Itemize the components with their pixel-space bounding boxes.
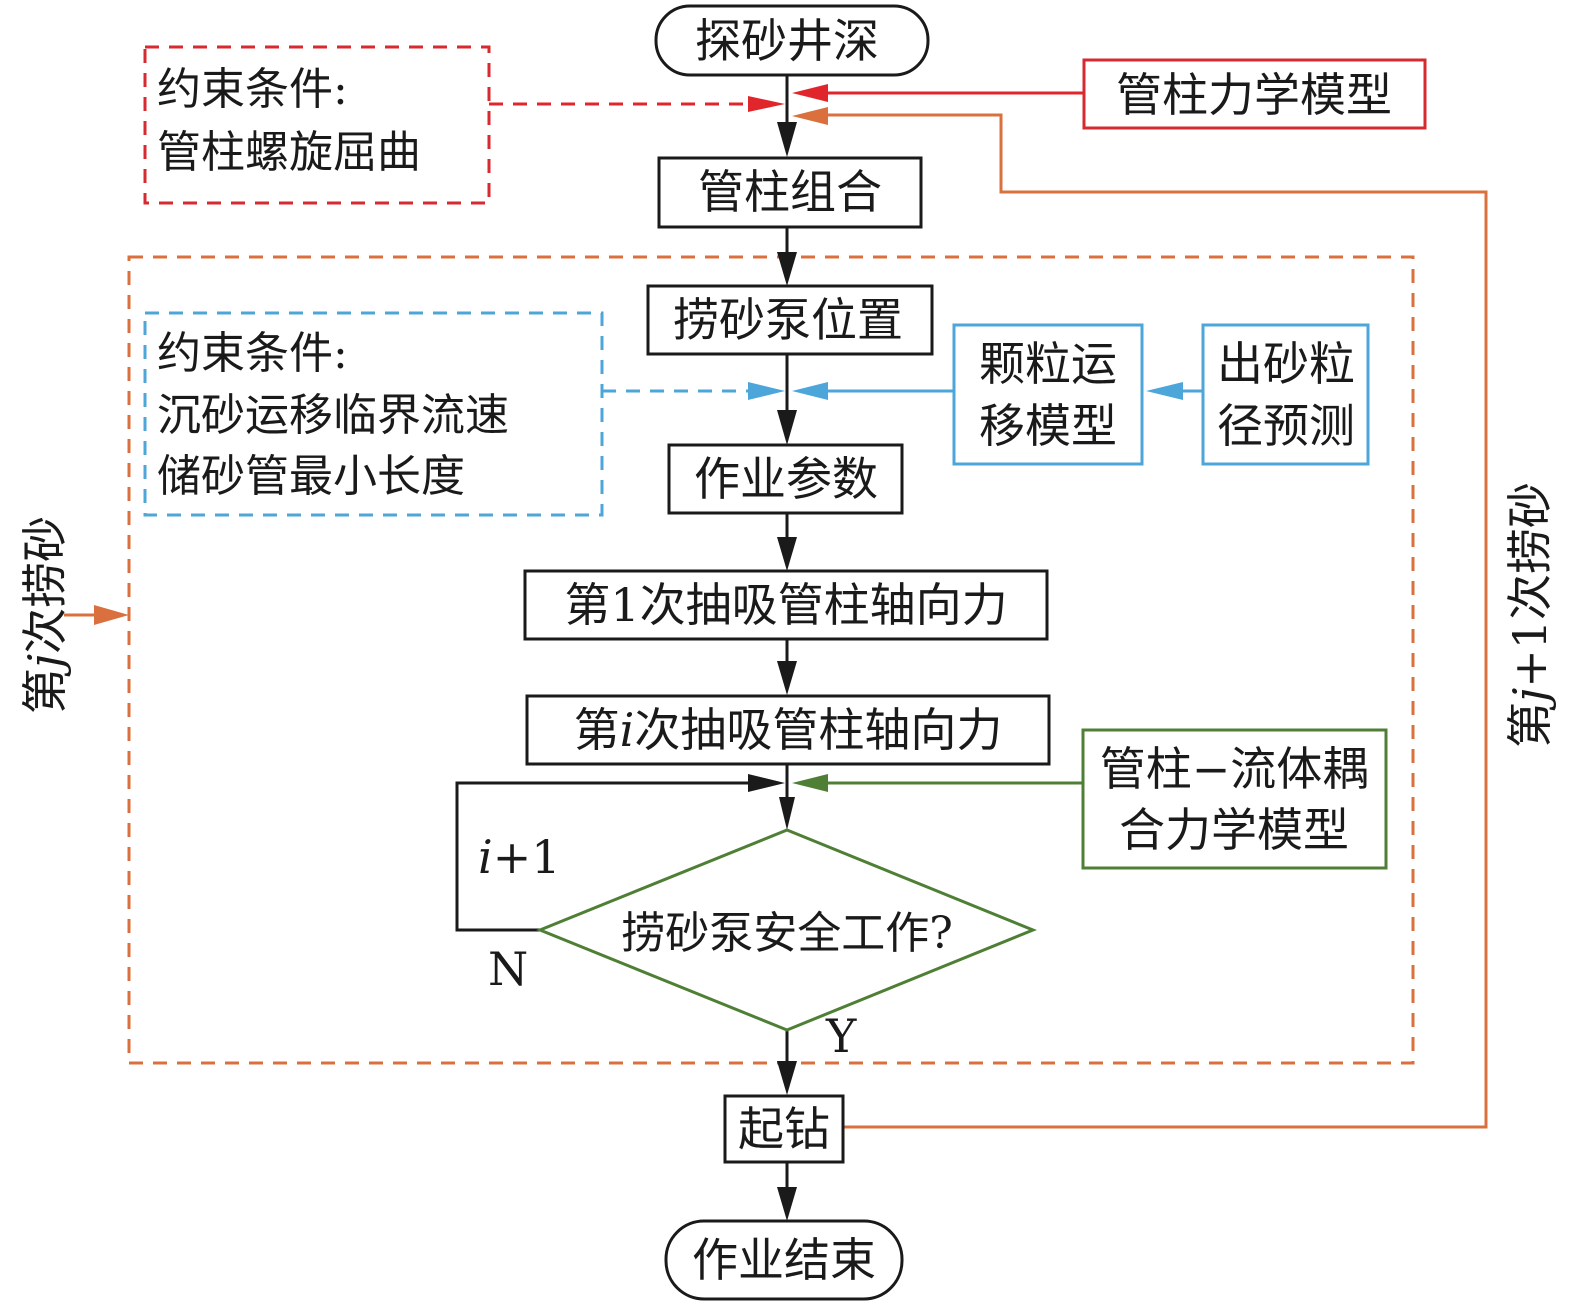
no-label: N bbox=[488, 942, 528, 996]
arrowhead-down-icon bbox=[777, 252, 797, 286]
sand-size-prediction-line1: 出砂粒 bbox=[1217, 337, 1355, 391]
particle-migration-box bbox=[952, 323, 1144, 466]
arrowhead-down-icon bbox=[777, 661, 797, 695]
sand-size-prediction-box bbox=[1201, 323, 1370, 466]
end-terminal-label: 作业结束 bbox=[692, 1233, 876, 1287]
arrowhead-left-icon bbox=[792, 107, 828, 125]
particle-migration-line2: 移模型 bbox=[979, 399, 1117, 453]
arrowhead-right-icon bbox=[748, 96, 785, 112]
arrowhead-right-icon bbox=[94, 605, 129, 625]
fluid-coupling-line1: 管柱−流体耦 bbox=[1100, 742, 1369, 796]
next-bailing-label: 第j+1次捞砂 bbox=[1503, 482, 1557, 748]
ith-suction-prefix: 第 bbox=[574, 703, 620, 757]
loop-increment-var: i bbox=[478, 830, 493, 884]
operation-params-label: 作业参数 bbox=[694, 452, 878, 506]
fluid-coupling-box bbox=[1081, 728, 1388, 870]
arrowhead-left-icon bbox=[792, 84, 828, 102]
start-terminal-label: 探砂井深 bbox=[695, 14, 879, 68]
loop-increment-label: i+1 bbox=[478, 830, 561, 884]
yes-label: Y bbox=[825, 1009, 857, 1063]
next-bailing-suffix: +1次捞砂 bbox=[1503, 482, 1557, 688]
arrowhead-down-icon bbox=[777, 1061, 797, 1095]
decision-label: 捞砂泵安全工作? bbox=[621, 908, 953, 959]
jth-bailing-prefix: 第 bbox=[18, 668, 72, 714]
first-suction-box bbox=[523, 569, 1049, 641]
arrowhead-down-icon bbox=[777, 410, 797, 445]
sand-size-prediction-line2: 径预测 bbox=[1217, 399, 1355, 453]
arrowhead-down-icon bbox=[777, 122, 797, 157]
jth-bailing-label: 第j次捞砂 bbox=[18, 516, 72, 714]
arrowhead-right-icon bbox=[748, 774, 785, 792]
next-bailing-feedback-line bbox=[826, 113, 1488, 1129]
first-suction-label: 第1次抽吸管柱轴向力 bbox=[564, 578, 1007, 632]
constraint-flow-line2: 沉砂运移临界流速 bbox=[157, 390, 509, 441]
string-assembly-box bbox=[657, 156, 923, 229]
ith-suction-box bbox=[525, 694, 1051, 766]
ith-suction-label: 第i次抽吸管柱轴向力 bbox=[574, 703, 1003, 757]
constraint-buckling-line2: 管柱螺旋屈曲 bbox=[157, 127, 421, 178]
jth-bailing-region bbox=[127, 255, 1415, 1065]
constraint-buckling-box bbox=[143, 45, 491, 205]
constraint-flow-line3: 储砂管最小长度 bbox=[157, 451, 465, 502]
pump-position-box bbox=[646, 284, 934, 356]
particle-migration-line1: 颗粒运 bbox=[979, 337, 1117, 391]
loop-back-line bbox=[455, 781, 752, 932]
start-terminal bbox=[654, 4, 930, 77]
arrowhead-down-icon bbox=[777, 537, 797, 571]
operation-params-box bbox=[667, 443, 904, 515]
end-terminal bbox=[664, 1219, 904, 1301]
ith-suction-suffix: 次抽吸管柱轴向力 bbox=[634, 703, 1002, 757]
ith-suction-var: i bbox=[620, 703, 635, 757]
arrowhead-left-icon bbox=[792, 382, 828, 400]
fluid-coupling-line2: 合力学模型 bbox=[1119, 803, 1349, 857]
arrowhead-left-icon bbox=[1146, 382, 1183, 400]
main-arrowheads bbox=[777, 122, 797, 1221]
loop-increment-rest: +1 bbox=[493, 830, 561, 884]
constraint-buckling-line1: 约束条件: bbox=[157, 64, 348, 115]
trip-out-box bbox=[723, 1094, 845, 1164]
arrowhead-down-icon bbox=[777, 1187, 797, 1221]
pump-position-label: 捞砂泵位置 bbox=[673, 293, 903, 347]
arrowhead-left-icon bbox=[792, 774, 828, 792]
next-bailing-prefix: 第 bbox=[1503, 702, 1557, 748]
constraint-flow-line1: 约束条件: bbox=[157, 328, 348, 379]
arrowhead-right-icon bbox=[748, 382, 785, 400]
string-assembly-label: 管柱组合 bbox=[698, 165, 882, 219]
decision-diamond bbox=[536, 828, 1037, 1032]
constraint-flow-box bbox=[143, 311, 604, 517]
string-mechanics-model-label: 管柱力学模型 bbox=[1116, 68, 1392, 122]
arrowhead-down-icon bbox=[779, 797, 795, 830]
trip-out-label: 起钻 bbox=[738, 1102, 830, 1156]
jth-bailing-suffix: 次捞砂 bbox=[18, 516, 72, 654]
